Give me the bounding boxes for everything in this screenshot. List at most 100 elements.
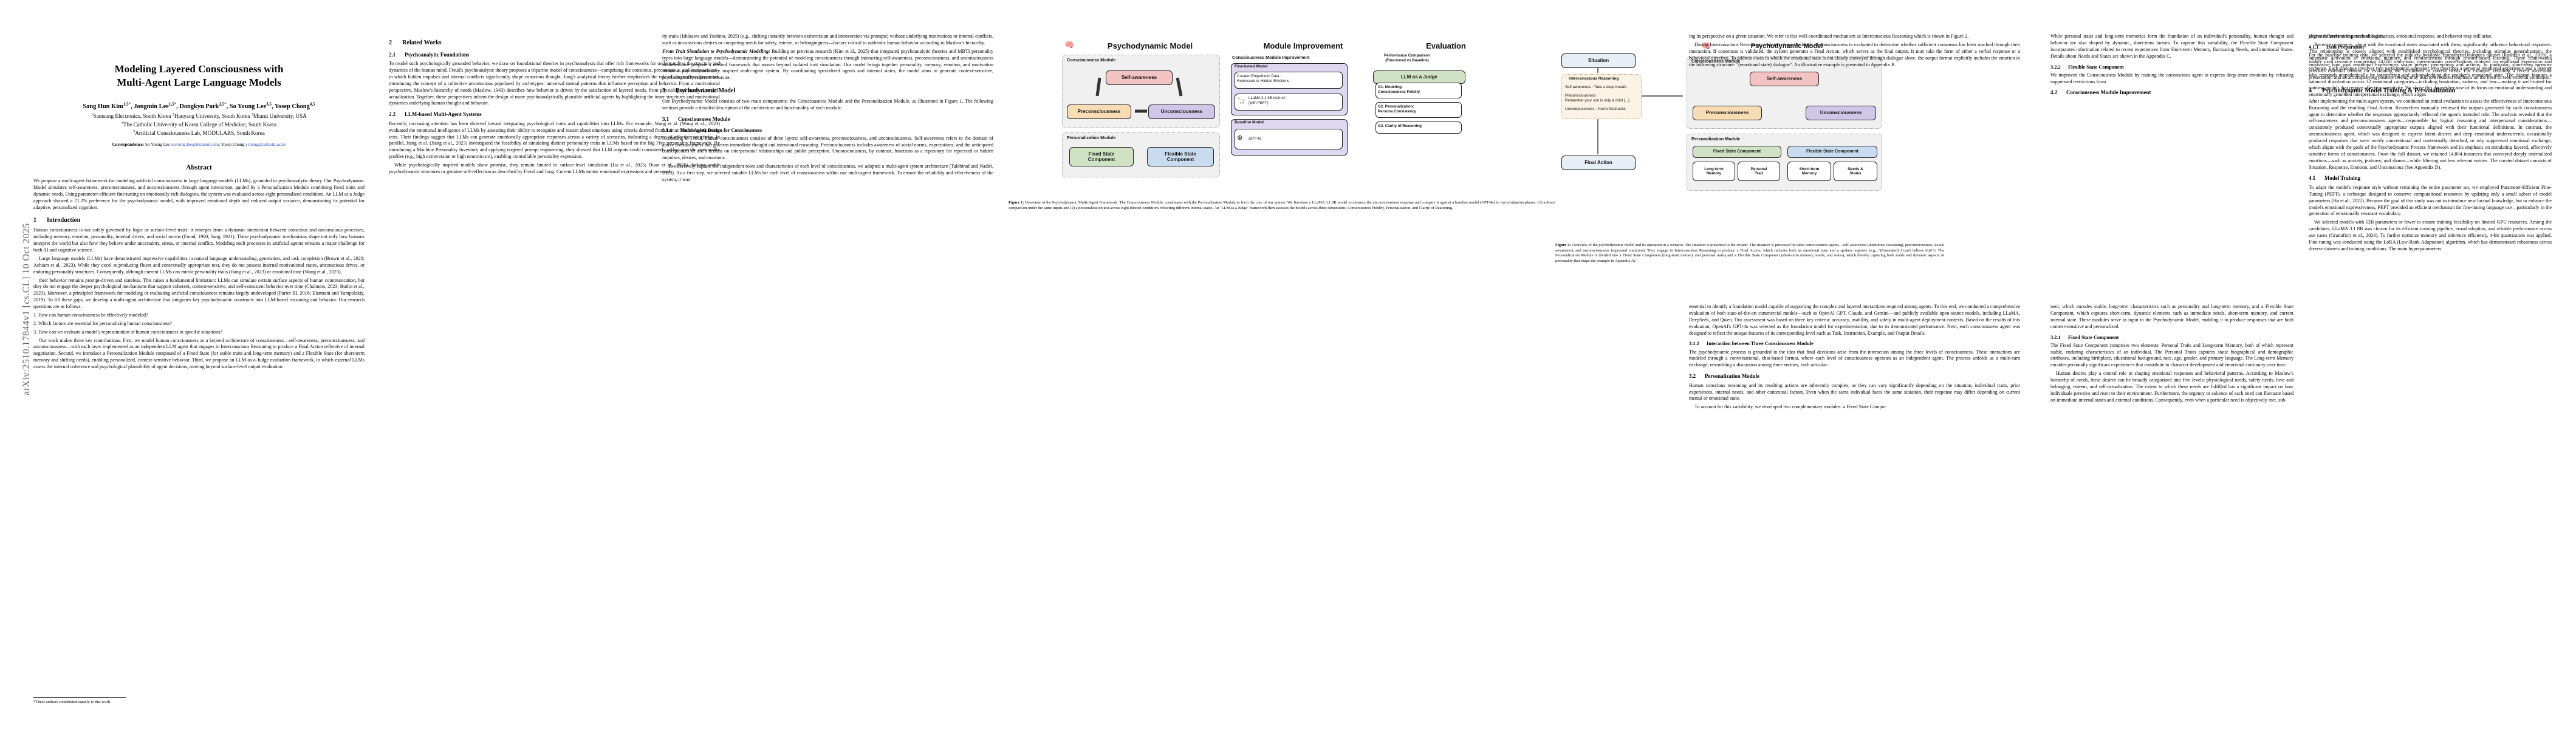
paragraph: Human conscious reasoning and its result…: [1689, 382, 2020, 402]
research-question-2: 2. Which factors are essential for perso…: [33, 320, 172, 326]
correspondence-email-2[interactable]: ychong@catholic.ac.kr: [245, 142, 286, 148]
paragraph: alignment and training methodologies.: [2309, 33, 2385, 39]
g3-box: G3. Clarity of Reasoning: [1375, 122, 1462, 134]
research-question-3: 3. How can we evaluate a model's represe…: [33, 329, 222, 335]
title-line-2: Multi-Agent Large Language Models: [117, 77, 281, 89]
paragraph: ity traits (Ishikawa and Yoshino, 2025) …: [662, 33, 993, 46]
footnote: *These authors contributed equally to th…: [33, 697, 365, 705]
personalization-module-label: Personalization Module: [1067, 135, 1116, 140]
section-heading-3-2-2: 3.2.2 Flexible State Component: [2050, 64, 2124, 70]
section-heading-4-1-1: 4.1.1 Data Preparation: [2309, 44, 2364, 50]
abstract-heading: Abstract: [186, 164, 212, 172]
column-4: essential to identify a foundation model…: [1689, 304, 2020, 714]
correspondence-name-2: Yosep Chong: [221, 142, 245, 148]
brain-icon: 🧠: [1064, 40, 1075, 49]
column-5-top: While personal traits and long-term memo…: [2050, 33, 2293, 289]
column-7-top: alignment and training methodologies. 4.…: [2309, 33, 2552, 289]
paragraph: We improved the Consciousness Module by …: [2050, 72, 2293, 84]
figure2-caption-text: Overview of the psychodynamic model and …: [1555, 243, 1944, 263]
column-3: ity traits (Ishikawa and Yoshino, 2025) …: [662, 33, 993, 714]
section-heading-2-1: 2.1 Psychoanalytic Foundations: [389, 51, 470, 58]
section-heading-3-2-1: 3.2.1 Fixed State Component: [2050, 334, 2119, 340]
g2-box: G2. Personalization: Persona Consistency: [1375, 102, 1462, 118]
column-2: 2 Related Works 2.1 Psychoanalytic Found…: [389, 33, 720, 714]
paragraph: While personal traits and long-term memo…: [2050, 33, 2293, 59]
short-term-memory-node: Short-term Memory: [1787, 162, 1831, 181]
paragraph: While psychologically inspired models sh…: [389, 162, 720, 174]
figure1-caption-label: Figure 1:: [1009, 200, 1024, 205]
performance-comparison-label: Performance Comparison (Fine-tuned vs Ba…: [1384, 53, 1430, 63]
precons-line: Preconsciousness : Remember your son is …: [1565, 94, 1629, 103]
paragraph: their behavior remains prompt-driven and…: [33, 277, 365, 310]
figure1-caption-text: Overview of the Psychodynamic Multi-Agen…: [1009, 200, 1555, 210]
paragraph: During Interconscious Reasoning, each tu…: [1689, 41, 2020, 67]
figure1-panel3-title: Evaluation: [1426, 41, 1466, 50]
figure-2-diagram: Situation Interconscious Reasoning Self-…: [1555, 36, 1944, 237]
flexible-state-node: Flexible State Component: [1147, 147, 1214, 166]
paragraph: To model such psychologically grounded b…: [389, 61, 720, 106]
figure2-connectors: [1597, 68, 1683, 154]
self-awareness-node: Self-awareness: [1106, 70, 1173, 85]
fixed-state-node: Fixed State Component: [1069, 147, 1134, 166]
paragraph: After implementing the multi-agent syste…: [2309, 98, 2552, 170]
needs-states-node: Needs & States: [1834, 162, 1877, 181]
paragraph: To account for this variability, we deve…: [1694, 404, 1886, 410]
paragraph: Recent experiences, along with the emoti…: [2309, 41, 2552, 81]
paragraph: To effectively capture the independent r…: [662, 163, 993, 182]
figure-1-diagram: 🧠 Psychodynamic Model Module Improvement…: [1009, 36, 1555, 197]
paragraph-highlight: From Trait Simulation to Psychodynamic M…: [662, 48, 993, 81]
column-6: jective differences in perceived satisfa…: [2309, 33, 2552, 714]
paragraph: Human desires play a central role in sha…: [2050, 371, 2293, 403]
interconscious-reasoning-label: Interconscious Reasoning: [1569, 77, 1619, 81]
section-heading-3: 3 Psychodynamic Model: [662, 87, 736, 95]
figure2-personalization-label: Personalization Module: [1691, 136, 1741, 142]
openai-icon: ⊛: [1237, 134, 1243, 142]
section-heading-2: 2 Related Works: [389, 39, 442, 46]
research-question-1: 1. How can human consciousness be effect…: [33, 312, 148, 318]
figure1-arrows: [1095, 77, 1183, 113]
paragraph: Recently, increasing attention has been …: [389, 120, 720, 160]
figure2-consciousness-label: Consciousness Module: [1691, 58, 1741, 64]
self-awareness-line: Self-awareness : Take a deep breath.: [1565, 85, 1628, 89]
section-heading-4-2: 4.2 Consciousness Module Improvement: [2050, 89, 2151, 96]
title-block: Modeling Layered Consciousness with Mult…: [33, 63, 365, 148]
cons-improvement-label: Consciousness Module Improvement: [1232, 55, 1310, 60]
consciousness-module-label: Consciousness Module: [1067, 57, 1116, 63]
page-title: Modeling Layered Consciousness with Mult…: [33, 63, 365, 89]
figure-2-caption: Figure 2: Overview of the psychodynamic …: [1555, 243, 1944, 264]
figure2-fixed-state: Fixed State Component: [1693, 146, 1781, 158]
curated-data-box: Curated Empathetic Data : Repressed or H…: [1235, 72, 1343, 89]
figure2-unconsciousness: Unconsciousness: [1806, 106, 1876, 120]
figure2-caption-label: Figure 2:: [1555, 243, 1571, 247]
correspondence-name-1: So Young Lee: [145, 142, 170, 148]
section-heading-3-1-2: 3.1.2 Interaction between Three Consciou…: [1689, 341, 1814, 347]
paragraph: Our Psychodynamic Model consists of two …: [662, 98, 993, 111]
paragraph: The psychodynamic process is grounded in…: [1689, 349, 2020, 368]
section-heading-3-1: 3.1 Consciousness Module: [662, 115, 730, 122]
correspondence-email-1[interactable]: soyoung.lee@miamioh.edu: [171, 142, 219, 148]
llama-model-box: LLaMA 3.1 8B-instruct (with PEFT): [1235, 94, 1343, 111]
correspondence: Correspondence: So Young Lee soyoung.lee…: [112, 142, 286, 148]
affiliation-2: 4The Catholic University of Korea Colleg…: [121, 120, 277, 128]
preconsciousness-node: Preconsciousness: [1067, 104, 1131, 119]
brain-icon-2: 🧠: [1701, 41, 1711, 50]
figure2-title: Psychodynamic Model: [1750, 43, 1823, 50]
llm-judge-header: LLM as a Judge: [1373, 70, 1465, 84]
affiliation-1: 1Samsung Electronics, South Korea 2Hanya…: [91, 112, 307, 119]
column-1: Modeling Layered Consciousness with Mult…: [33, 33, 365, 714]
author-list: Sang Hun Kim1,5*, Jongmin Lee1,5*, Dongk…: [83, 101, 315, 111]
paragraph: To adapt the model's response style with…: [2309, 184, 2552, 217]
unconsciousness-node: Unconsciousness: [1148, 104, 1215, 119]
figure1-panel1-title: Psychodynamic Model: [1107, 41, 1193, 50]
paragraph: We selected models with 13B parameters o…: [2309, 219, 2552, 252]
figure-1-caption: Figure 1: Overview of the Psychodynamic …: [1009, 200, 1555, 211]
situation-node: Situation: [1561, 53, 1636, 68]
section-heading-1: 1 Introduction: [33, 216, 81, 224]
paragraph: For the baseline training data, we selec…: [2309, 52, 2552, 98]
title-line-1: Modeling Layered Consciousness with: [114, 63, 284, 75]
section-heading-4-1: 4.1 Model Training: [2309, 175, 2361, 182]
paragraph: jective differences in perceived satisfa…: [2309, 33, 2493, 39]
personal-trait-node: Personal Trait: [1738, 162, 1780, 181]
column-4-top: ing its perspective on a given situation…: [1689, 33, 2020, 289]
llama-icon: 🦙: [1237, 97, 1245, 104]
